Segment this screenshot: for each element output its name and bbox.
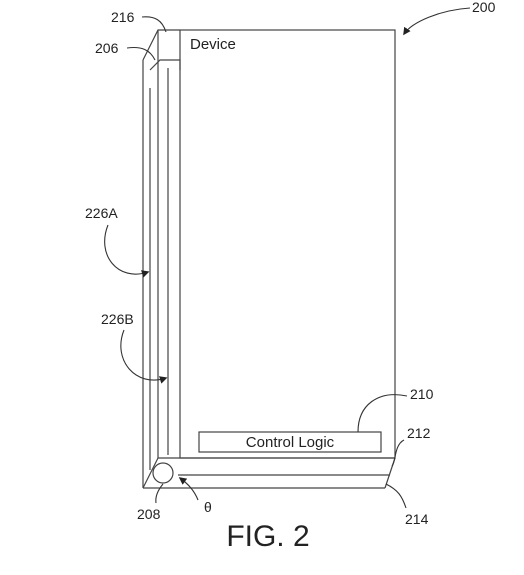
- control-logic-box: [198, 431, 382, 453]
- ref-200: 200: [472, 0, 496, 15]
- leader-206: [126, 46, 156, 61]
- labels: 200 216 206 226A 226B 210 212 214 208 θ …: [85, 0, 496, 553]
- angle-theta: θ: [204, 499, 212, 515]
- hinge-circle: [152, 462, 174, 484]
- ref-216: 216: [111, 9, 135, 25]
- control-logic-label: Control Logic: [246, 434, 335, 451]
- leader-210: [357, 394, 408, 433]
- device-body: [179, 29, 396, 459]
- leader-theta: [178, 477, 199, 501]
- leader-208: [155, 483, 164, 504]
- ref-226b: 226B: [101, 311, 134, 327]
- figure-caption: FIG. 2: [226, 520, 309, 553]
- side-edge-outer: [142, 29, 180, 61]
- leader-214: [385, 483, 407, 509]
- ref-208: 208: [137, 506, 161, 522]
- ref-210: 210: [410, 386, 434, 402]
- device-label: Device: [190, 36, 236, 53]
- bottom-left-corner: [142, 457, 159, 489]
- leader-lines: [104, 7, 471, 509]
- hinge-top-cap: [149, 59, 181, 71]
- device-housing: [142, 29, 396, 489]
- leader-226b: [120, 329, 168, 384]
- leader-226a: [104, 224, 150, 278]
- leader-212: [391, 439, 405, 467]
- ref-226a: 226A: [85, 205, 118, 221]
- leader-216: [141, 16, 167, 33]
- ref-212: 212: [407, 425, 431, 441]
- leader-200: [403, 7, 471, 36]
- ref-214: 214: [405, 511, 429, 527]
- ref-206: 206: [95, 40, 119, 56]
